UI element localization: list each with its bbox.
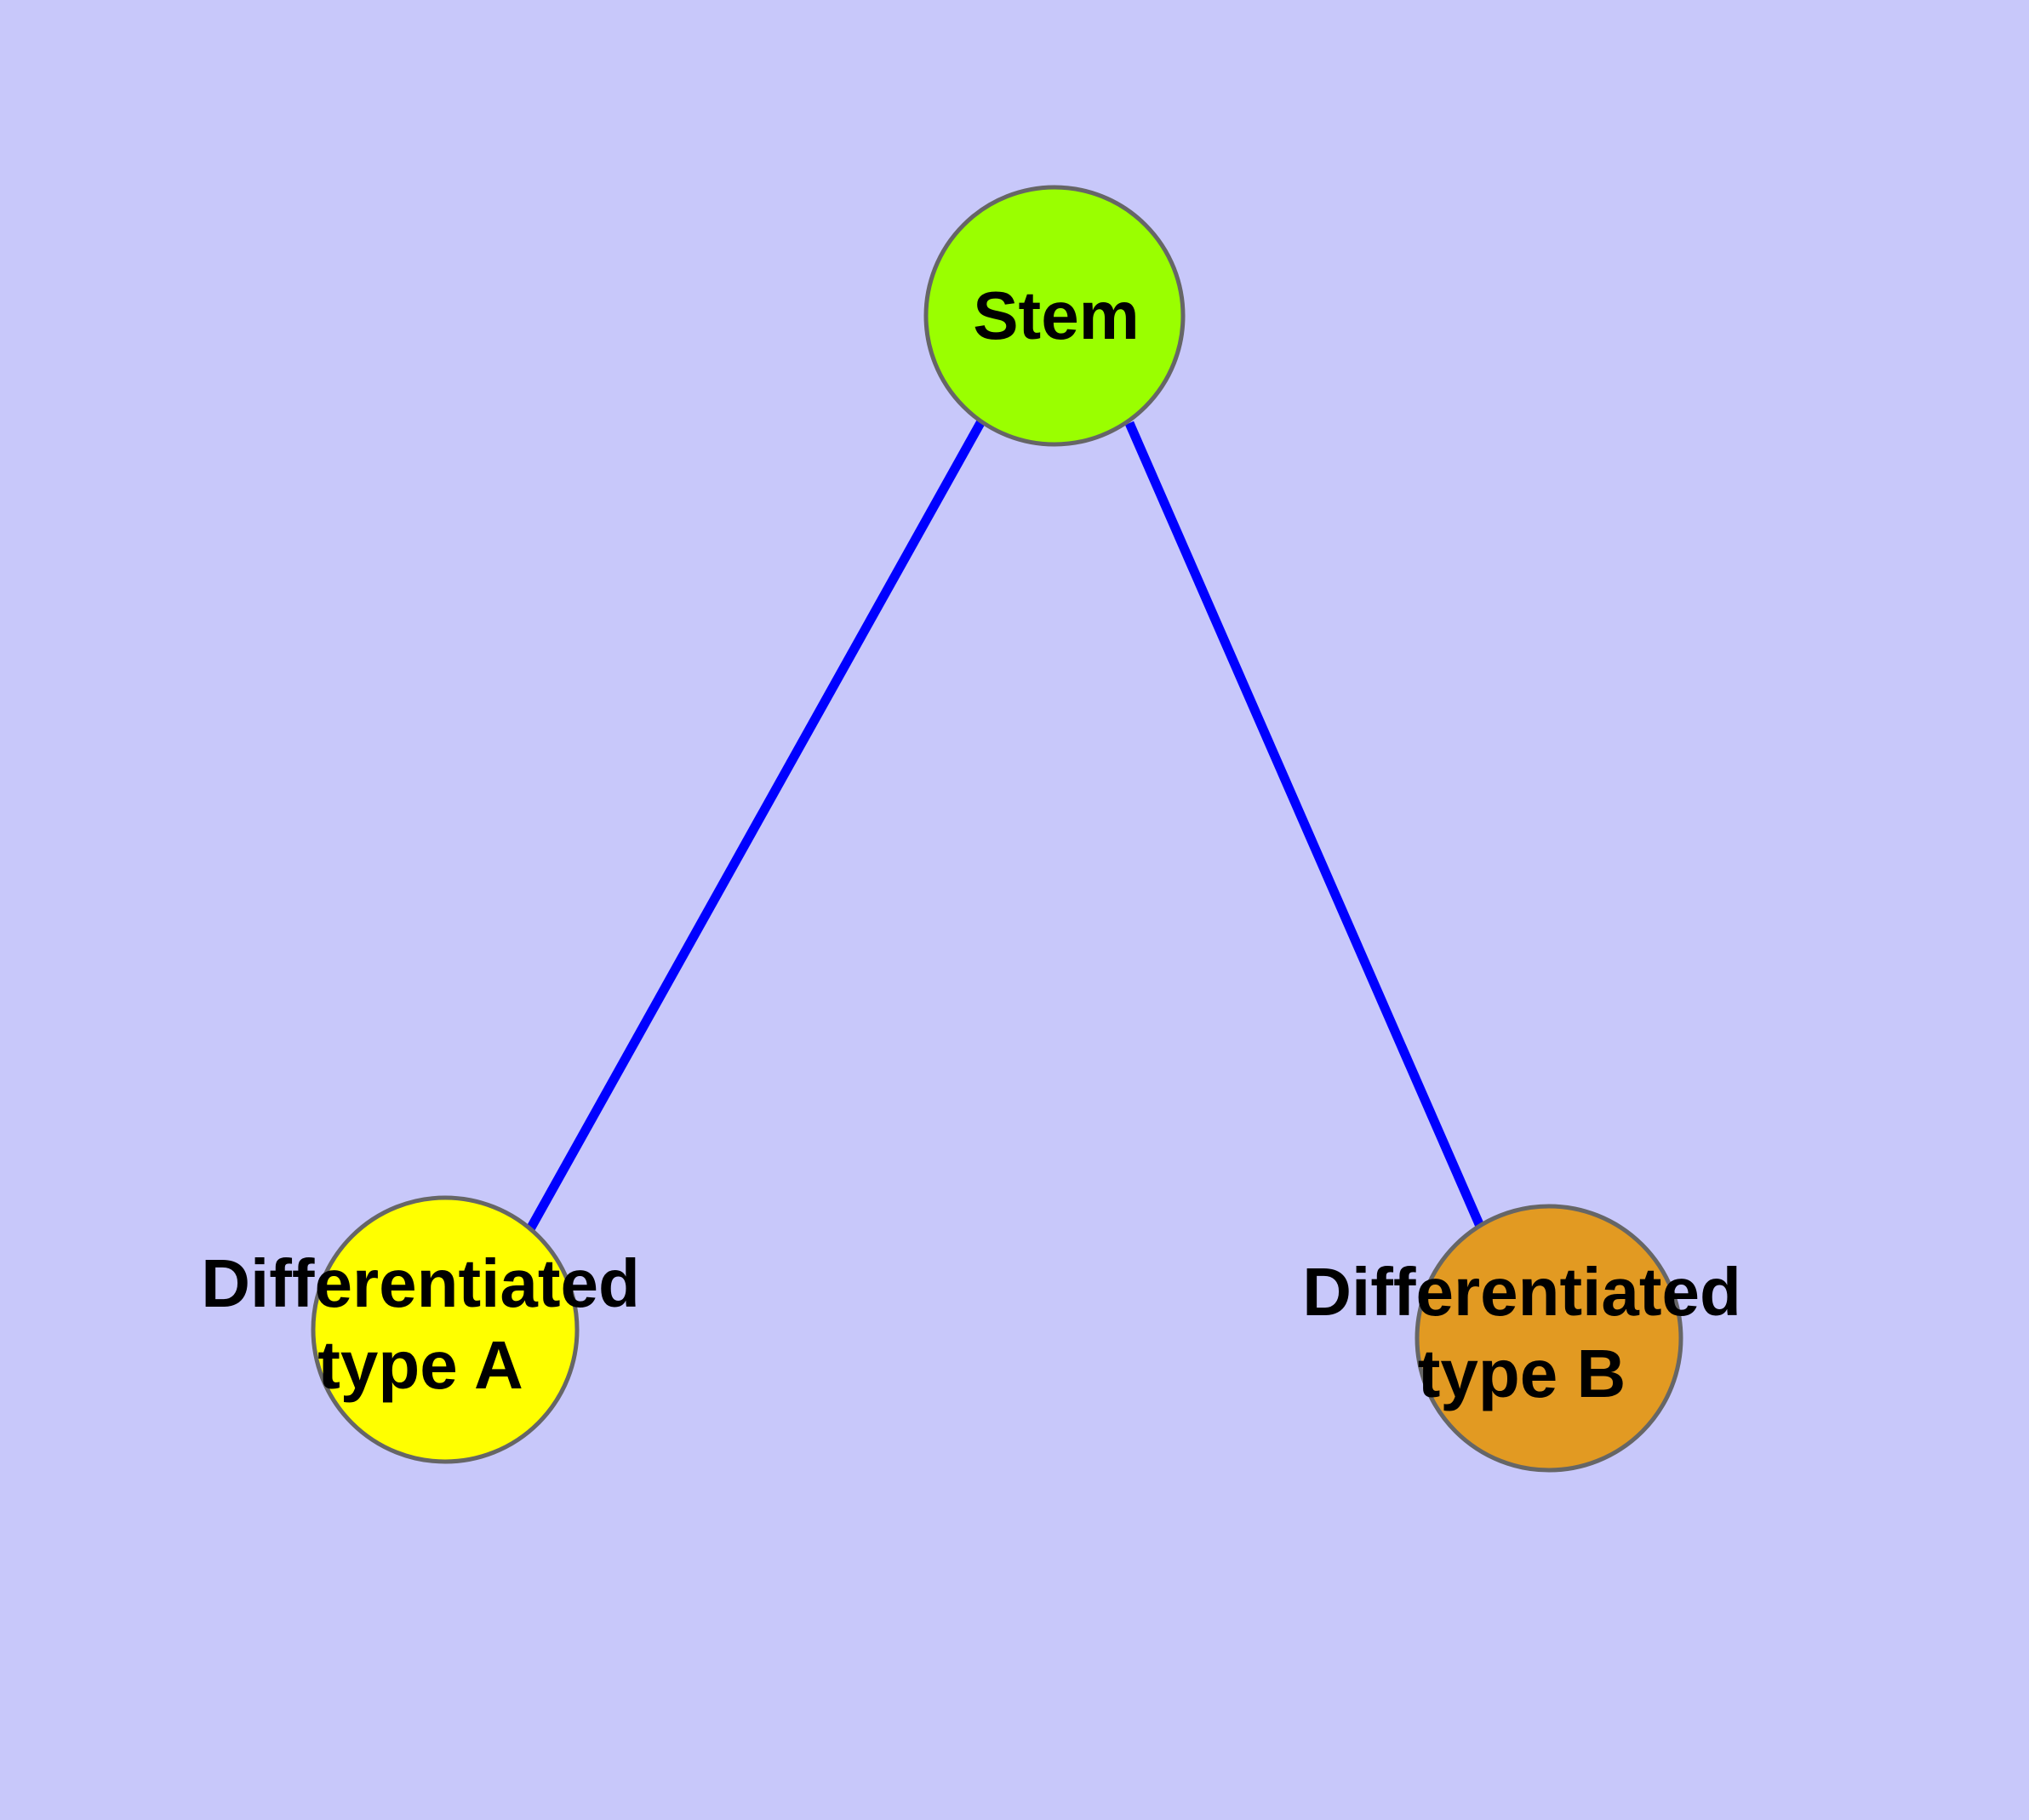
node-label-line: type B — [1418, 1336, 1626, 1411]
edge-stem-to-diff-a[interactable] — [523, 419, 986, 1238]
node-label-line: Stem — [973, 278, 1140, 353]
node-stem[interactable] — [923, 185, 1186, 447]
node-label-line: Differentiated — [1302, 1254, 1741, 1330]
node-diff-b[interactable] — [1415, 1204, 1683, 1473]
edge-stem-to-diff-b[interactable] — [1124, 421, 1487, 1233]
node-label-line: type A — [317, 1327, 523, 1403]
edges-layer — [523, 419, 1487, 1238]
node-label-line: Differentiated — [201, 1245, 640, 1321]
node-diff-a[interactable] — [311, 1195, 580, 1464]
nodes-layer — [311, 185, 1683, 1473]
node-label-stem: Stem — [973, 278, 1140, 353]
